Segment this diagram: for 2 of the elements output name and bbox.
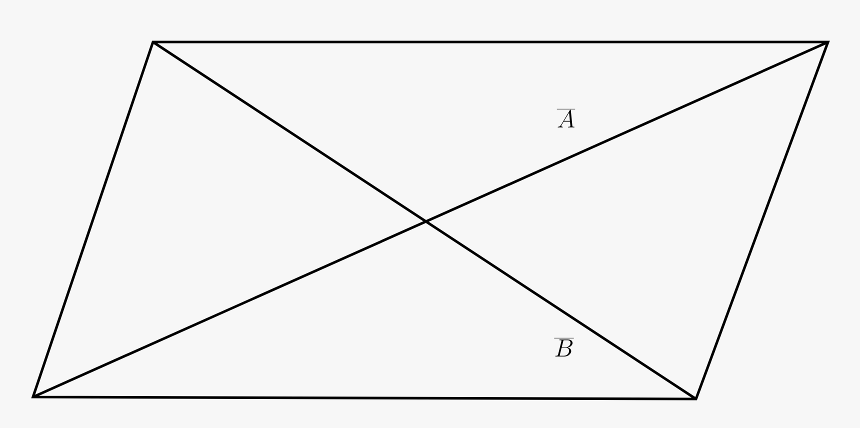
- vector-label: $\overline{A}$: [556, 109, 576, 128]
- vector-label: $\overline{B}$: [554, 338, 574, 356]
